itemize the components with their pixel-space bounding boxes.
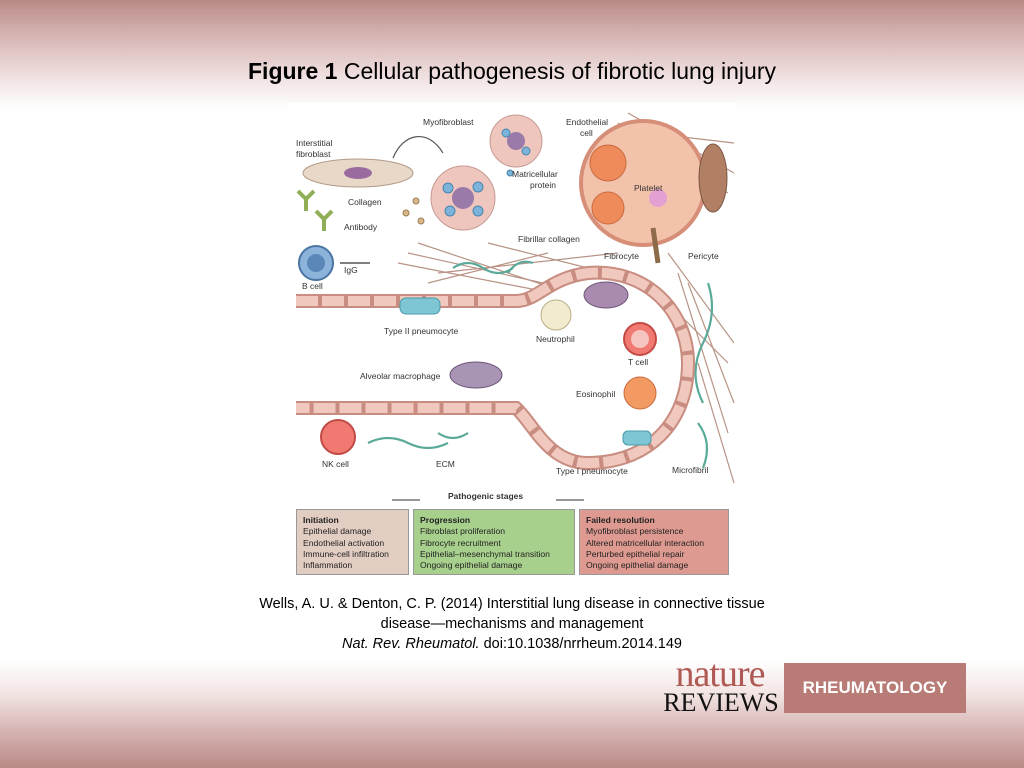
vessel-cell-2	[591, 191, 625, 225]
label-type-ii-pneumocyte: Type II pneumocyte	[384, 326, 458, 336]
label-platelet: Platelet	[634, 183, 663, 193]
stage-item: Fibroblast proliferation	[420, 526, 506, 537]
citation-line-3: Nat. Rev. Rheumatol. doi:10.1038/nrrheum…	[0, 634, 1024, 654]
stage-heading: Progression	[420, 515, 471, 525]
cell-diagram: Myofibroblast Interstitial fibroblast En…	[296, 112, 735, 501]
fibroblast-nucleus	[344, 167, 372, 179]
differentiation-arrow	[392, 136, 444, 159]
stage-progression: Progression Fibroblast proliferation Fib…	[413, 509, 575, 575]
figure-caption: Cellular pathogenesis of fibrotic lung i…	[343, 58, 776, 84]
stage-heading: Failed resolution	[586, 515, 655, 525]
eosinophil-cell	[623, 376, 657, 410]
b-cell-nucleus	[307, 254, 325, 272]
stage-heading: Initiation	[303, 515, 339, 525]
slide-title: Figure 1 Cellular pathogenesis of fibrot…	[0, 58, 1024, 85]
citation-line-1: Wells, A. U. & Denton, C. P. (2014) Inte…	[259, 596, 765, 612]
label-eosinophil: Eosinophil	[576, 389, 615, 399]
stage-item: Epithelial–mesenchymal transition	[420, 548, 550, 559]
stage-initiation: Initiation Epithelial damage Endothelial…	[296, 509, 409, 575]
label-matricellular: Matricellular	[512, 169, 558, 179]
stage-item: Endothelial activation	[303, 537, 385, 548]
stage-item: Altered matricellular interaction	[586, 537, 704, 548]
label-endothelial: Endothelial	[566, 117, 608, 127]
label-myofibroblast: Myofibroblast	[423, 117, 474, 127]
label-ecm: ECM	[436, 459, 455, 469]
nature-logo: nature	[675, 653, 766, 695]
stage-item: Perturbed epithelial repair	[586, 548, 685, 559]
vessel-cell-1	[589, 144, 627, 182]
label-igg: IgG	[344, 265, 358, 275]
label-antibody: Antibody	[344, 222, 378, 232]
pericyte-cell	[698, 143, 728, 213]
label-b-cell: B cell	[302, 281, 323, 291]
stage-item: Myofibroblast persistence	[586, 526, 684, 537]
reviews-logo: REVIEWS	[663, 688, 779, 717]
journal-name: Nat. Rev. Rheumatol.	[342, 636, 480, 652]
label-neutrophil: Neutrophil	[536, 334, 575, 344]
myofibroblast-nucleus-large	[452, 187, 474, 209]
label-interstitial: Interstitial	[296, 138, 332, 148]
header-band	[0, 0, 1024, 110]
matricellular-dots	[442, 128, 531, 217]
stage-failed-resolution: Failed resolution Myofibroblast persiste…	[579, 509, 729, 575]
journal-logo-box: RHEUMATOLOGY	[784, 663, 966, 713]
citation-line-2: disease—mechanisms and management	[380, 616, 644, 632]
label-pericyte: Pericyte	[688, 251, 719, 261]
stage-item: Ongoing epithelial damage	[420, 560, 523, 571]
label-cell: cell	[580, 128, 593, 138]
label-fibroblast: fibroblast	[296, 149, 331, 159]
type-ii-pneumocyte-cell	[399, 297, 441, 315]
stage-item: Fibrocyte recruitment	[420, 537, 501, 548]
label-type-i-pneumocyte: Type I pneumocyte	[556, 466, 628, 476]
label-nk-cell: NK cell	[322, 459, 349, 469]
stage-item: Immune-cell infiltration	[303, 548, 389, 559]
doi: doi:10.1038/nrrheum.2014.149	[479, 636, 682, 652]
macrophage-cell	[449, 361, 503, 389]
fibrocyte-cell	[650, 227, 661, 264]
label-collagen: Collagen	[348, 197, 382, 207]
platelet-cell	[649, 189, 667, 207]
nk-cell	[320, 419, 356, 455]
stage-item: Inflammation	[303, 560, 353, 571]
label-t-cell: T cell	[628, 357, 648, 367]
neutrophil-cell	[540, 299, 572, 331]
stage-item: Ongoing epithelial damage	[586, 560, 689, 571]
label-fibrillar-collagen: Fibrillar collagen	[518, 234, 580, 244]
collagen-dots	[402, 197, 425, 225]
stage-item: Epithelial damage	[303, 526, 372, 537]
inflammatory-cell	[583, 281, 629, 309]
label-pathogenic-stages: Pathogenic stages	[448, 491, 523, 501]
figure-illustration: Myofibroblast Interstitial fibroblast En…	[288, 103, 736, 581]
myofibroblast-nucleus	[507, 132, 525, 150]
citation: Wells, A. U. & Denton, C. P. (2014) Inte…	[0, 594, 1024, 654]
label-fibrocyte: Fibrocyte	[604, 251, 639, 261]
label-alveolar-macrophage: Alveolar macrophage	[360, 371, 441, 381]
figure-number: Figure 1	[248, 58, 338, 84]
ecm-fibres	[367, 260, 714, 469]
type-i-pneumocyte-cell	[622, 430, 652, 446]
label-protein: protein	[530, 180, 556, 190]
t-cell-nucleus	[631, 330, 649, 348]
label-microfibril: Microfibril	[672, 465, 708, 475]
